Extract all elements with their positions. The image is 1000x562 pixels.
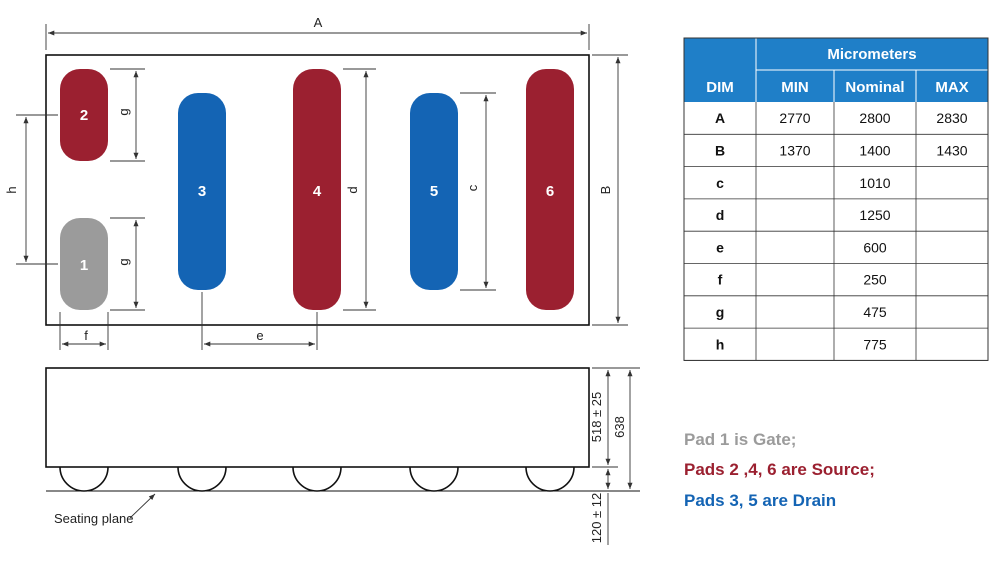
table-cell-nominal: 1400	[859, 142, 890, 158]
solder-bump-3	[292, 466, 342, 492]
dim-A-label: A	[314, 15, 323, 30]
table-row: g 475	[684, 304, 988, 329]
dim-h-label: h	[4, 186, 19, 193]
pad-3-shape	[178, 93, 226, 290]
table-cell-dim: e	[716, 239, 724, 255]
top-view: 2 1 3 4 5 6 A	[4, 15, 628, 350]
pad-legend: Pad 1 is Gate; Pads 2 ,4, 6 are Source; …	[684, 430, 875, 510]
dim-c: c	[460, 92, 496, 291]
table-row: e 600	[684, 239, 988, 264]
table-col-header-max: MAX	[935, 79, 968, 96]
table-cell-nominal: 2800	[859, 110, 890, 126]
pad-1: 1	[60, 218, 108, 310]
table-row: B 1370 1400 1430	[684, 142, 988, 168]
dim-e-label: e	[256, 328, 263, 343]
table-cell-dim: A	[715, 110, 725, 126]
dim-120-label: 120 ± 12	[589, 493, 604, 544]
table-cell-nominal: 775	[863, 336, 887, 352]
dim-B-label: B	[598, 186, 613, 195]
dim-c-label: c	[465, 184, 480, 191]
seating-plane-label: Seating plane	[54, 511, 134, 526]
dim-d-label: d	[345, 186, 360, 193]
side-view: Seating plane 518 ± 25 638 120 ± 12	[45, 367, 640, 545]
pad-2: 2	[60, 69, 108, 161]
dim-g-lower: g	[110, 217, 145, 311]
pad-4-shape	[293, 69, 341, 310]
solder-bump-2	[177, 466, 227, 492]
pad-6-label: 6	[546, 183, 554, 200]
table-cell-dim: g	[716, 304, 725, 320]
pad-2-shape	[60, 69, 108, 161]
table-group-header: Micrometers	[827, 46, 916, 63]
table-cell-nominal: 1250	[859, 207, 890, 223]
dim-g-upper: g	[110, 68, 145, 162]
table-cell-nominal: 1010	[859, 175, 890, 191]
pad-5-shape	[410, 93, 458, 290]
package-outline-top	[45, 54, 590, 326]
dim-f-label: f	[84, 328, 88, 343]
dim-A: A	[45, 15, 590, 50]
dim-g-upper-label: g	[116, 108, 131, 115]
dim-g-lower-label: g	[116, 258, 131, 265]
solder-bump-1	[59, 466, 109, 492]
dim-B: B	[592, 54, 628, 326]
table-col-header-min: MIN	[781, 79, 809, 96]
pad-5-label: 5	[430, 183, 438, 200]
pad-3: 3	[178, 93, 226, 290]
table-row: d 1250	[684, 207, 988, 232]
dim-h: h	[4, 114, 58, 265]
table-row: h 775	[684, 336, 988, 361]
pad-6-shape	[526, 69, 574, 310]
pad-4: 4	[293, 69, 341, 310]
pad-6: 6	[526, 69, 574, 310]
table-cell-dim: c	[716, 175, 724, 191]
table-cell-min: 2770	[779, 110, 810, 126]
table-col-header-dim: DIM	[706, 79, 734, 96]
dim-518-label: 518 ± 25	[589, 392, 604, 443]
pad-2-label: 2	[80, 107, 88, 124]
table-cell-dim: h	[716, 336, 725, 352]
pad-5: 5	[410, 93, 458, 290]
pad-4-label: 4	[313, 183, 322, 200]
table-cell-min: 1370	[779, 142, 810, 158]
solder-bump-4	[409, 466, 459, 492]
legend-gate: Pad 1 is Gate;	[684, 430, 796, 449]
legend-source: Pads 2 ,4, 6 are Source;	[684, 460, 875, 479]
pad-3-label: 3	[198, 183, 206, 200]
table-cell-dim: d	[716, 207, 725, 223]
table-cell-nominal: 250	[863, 272, 887, 288]
table-cell-max: 1430	[936, 142, 967, 158]
solder-bump-5	[525, 466, 575, 492]
table-row: c 1010	[684, 175, 988, 200]
table-cell-max: 2830	[936, 110, 967, 126]
pad-1-label: 1	[80, 257, 88, 274]
table-cell-nominal: 600	[863, 239, 887, 255]
dim-638-label: 638	[612, 416, 627, 438]
dim-f: f	[59, 312, 109, 350]
table-cell-dim: B	[715, 142, 725, 158]
pad-1-shape	[60, 218, 108, 310]
table-cell-dim: f	[718, 272, 723, 288]
table-col-header-nominal: Nominal	[845, 79, 904, 96]
package-outline-side	[45, 367, 590, 468]
table-cell-nominal: 475	[863, 304, 887, 320]
table-row: A 2770 2800 2830	[684, 110, 988, 135]
dim-e: e	[201, 292, 318, 350]
table-row: f 250	[684, 272, 988, 297]
legend-drain: Pads 3, 5 are Drain	[684, 491, 836, 510]
dim-d: d	[343, 68, 376, 311]
